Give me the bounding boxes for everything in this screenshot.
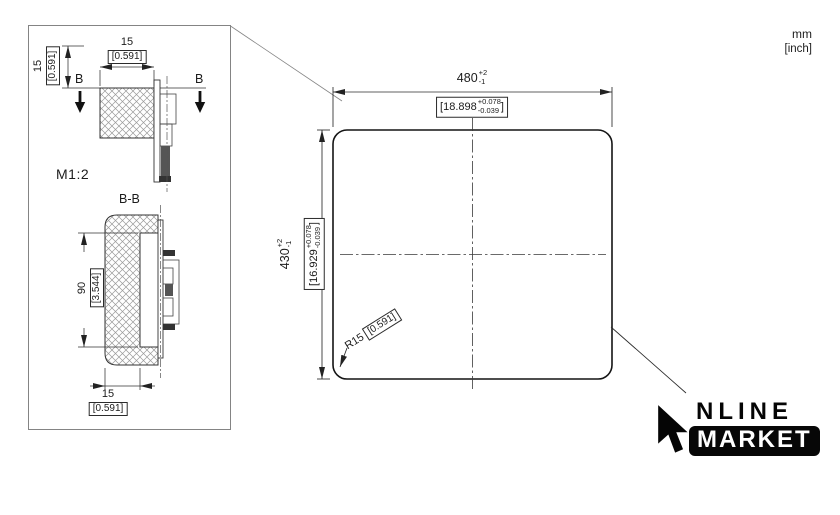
width-mm: 480+2-1 [456,67,488,86]
dimension-height: 430+2-1 [16.929+0.078-0.039] [274,218,325,290]
unit-imperial: [inch] [784,43,813,55]
unit-metric: mm [792,27,812,41]
dimension-detail-height: 90 [3.544] [76,268,104,308]
section-indicator-view [62,45,206,192]
edge-leader [610,326,687,394]
dimension-detail-side: 15 [0.591] [32,46,60,86]
scale-label: M1:2 [56,166,90,182]
logo-word-market: MARKET [689,426,820,456]
units-note: mm [inch] [750,27,813,56]
section-arrow-right [194,91,206,113]
radius-leader [339,347,348,368]
dimension-detail-depth: 15 [0.591] [107,36,147,64]
dimension-width: 480+2-1 [18.898+0.078-0.039] [436,67,508,118]
online-market-logo: NLINE MARKET [656,398,828,464]
bezel-hatch-section [104,214,159,366]
height-inch-tolerance: +0.078-0.039 [304,225,322,249]
section-dim-lines [78,232,155,390]
width-tolerance: +2-1 [478,67,488,86]
height-mm: 430+2-1 [274,238,293,270]
cut-letter-right: B [195,72,204,86]
logo-word-online: NLINE [696,398,793,425]
section-view-bb [78,205,180,390]
width-inch-tolerance: +0.078-0.039 [477,97,501,115]
wall-hatch-top [99,87,155,139]
section-arrow-left [74,91,86,113]
panel-edge [153,79,161,183]
height-tolerance: +2-1 [274,238,293,248]
width-inch: [18.898+0.078-0.039] [436,97,508,118]
cutout-view [317,87,687,394]
cursor-arrow-icon [658,405,688,453]
cut-letter-left: B [75,72,84,86]
detail-top-dim-lines [62,45,155,89]
dimension-detail-thickness: 15 [0.591] [88,388,128,416]
centerlines [340,118,606,390]
section-label: B-B [119,192,140,206]
height-inch: [16.929+0.078-0.039] [304,218,325,290]
